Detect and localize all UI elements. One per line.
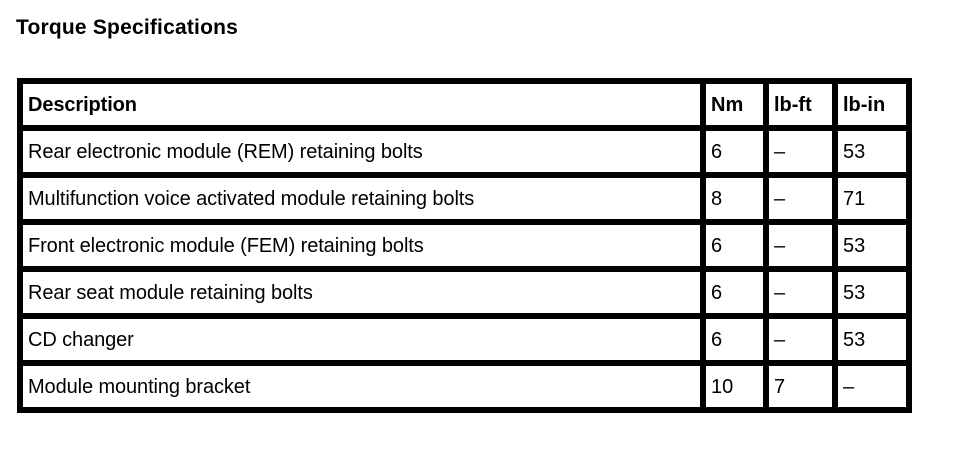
table-row: Rear seat module retaining bolts 6 – 53 xyxy=(20,269,909,316)
torque-specifications-table: Description Nm lb-ft lb-in Rear electron… xyxy=(17,78,912,413)
cell-nm: 6 xyxy=(703,269,766,316)
table-header: Description Nm lb-ft lb-in xyxy=(20,81,909,128)
cell-lb-ft: – xyxy=(766,128,835,175)
cell-lb-in: 53 xyxy=(835,128,909,175)
table-row: Module mounting bracket 10 7 – xyxy=(20,363,909,410)
column-header-description: Description xyxy=(20,81,703,128)
cell-lb-ft: – xyxy=(766,269,835,316)
cell-nm: 10 xyxy=(703,363,766,410)
cell-lb-ft: – xyxy=(766,175,835,222)
cell-nm: 6 xyxy=(703,222,766,269)
table-row: CD changer 6 – 53 xyxy=(20,316,909,363)
cell-lb-ft: – xyxy=(766,222,835,269)
cell-description: CD changer xyxy=(20,316,703,363)
cell-description: Rear seat module retaining bolts xyxy=(20,269,703,316)
column-header-nm: Nm xyxy=(703,81,766,128)
spec-table: Description Nm lb-ft lb-in Rear electron… xyxy=(20,81,909,410)
cell-lb-in: 53 xyxy=(835,222,909,269)
table-header-row: Description Nm lb-ft lb-in xyxy=(20,81,909,128)
cell-lb-in: – xyxy=(835,363,909,410)
cell-lb-in: 53 xyxy=(835,269,909,316)
column-header-lb-ft: lb-ft xyxy=(766,81,835,128)
cell-nm: 6 xyxy=(703,316,766,363)
table-row: Rear electronic module (REM) retaining b… xyxy=(20,128,909,175)
cell-description: Rear electronic module (REM) retaining b… xyxy=(20,128,703,175)
table-row: Multifunction voice activated module ret… xyxy=(20,175,909,222)
cell-lb-in: 71 xyxy=(835,175,909,222)
table-body: Rear electronic module (REM) retaining b… xyxy=(20,128,909,410)
cell-lb-ft: – xyxy=(766,316,835,363)
page-title: Torque Specifications xyxy=(16,16,239,39)
cell-description: Module mounting bracket xyxy=(20,363,703,410)
column-header-lb-in: lb-in xyxy=(835,81,909,128)
cell-nm: 6 xyxy=(703,128,766,175)
cell-lb-in: 53 xyxy=(835,316,909,363)
cell-lb-ft: 7 xyxy=(766,363,835,410)
cell-description: Front electronic module (FEM) retaining … xyxy=(20,222,703,269)
table-row: Front electronic module (FEM) retaining … xyxy=(20,222,909,269)
cell-description: Multifunction voice activated module ret… xyxy=(20,175,703,222)
cell-nm: 8 xyxy=(703,175,766,222)
